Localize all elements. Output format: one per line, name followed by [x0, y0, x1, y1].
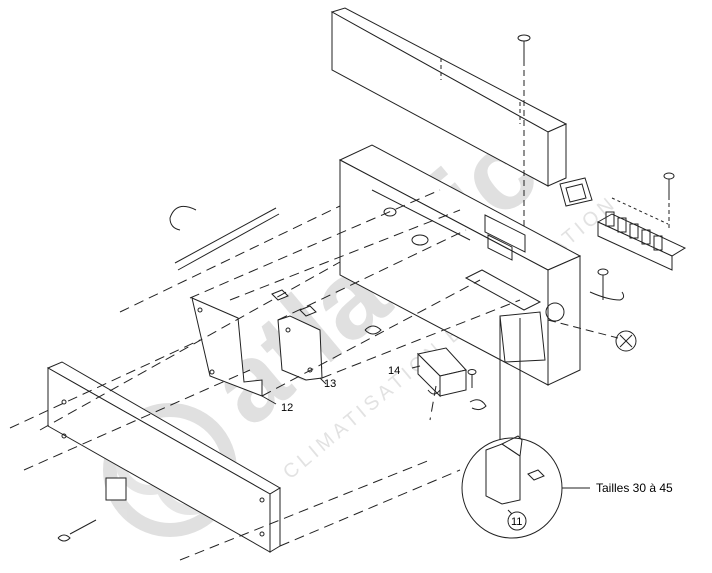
callout-label-12: 12 — [281, 402, 293, 414]
connector-plug — [559, 177, 593, 207]
top-cover — [330, 7, 568, 187]
knob-cap — [615, 330, 637, 352]
callout-11: 11 — [507, 511, 527, 531]
front-panel — [46, 361, 281, 553]
screw-bottom — [57, 519, 97, 542]
spring-clip — [169, 205, 197, 231]
drawing — [9, 7, 687, 561]
screw-terminal — [663, 172, 675, 230]
main-housing — [338, 144, 582, 386]
callout-label-11: 11 — [511, 516, 522, 528]
side-plate-12 — [191, 297, 263, 397]
callout-label-14: 14 — [388, 365, 400, 377]
callout-13: 13 — [324, 378, 336, 390]
capacitor-14 — [416, 347, 467, 398]
callout-12: 12 — [281, 402, 293, 414]
cable-clamp — [589, 268, 625, 301]
callout-label-13: 13 — [324, 378, 336, 390]
size-note: Tailles 30 à 45 — [596, 481, 673, 495]
fitting-nuts — [271, 289, 382, 335]
terminal-block — [596, 197, 687, 271]
screw-small — [467, 369, 487, 411]
rod — [174, 207, 280, 271]
mounting-bracket — [464, 269, 546, 460]
detail-circle — [461, 435, 590, 539]
projection-lines — [9, 189, 521, 561]
screw-top — [517, 34, 531, 230]
callout-14: 14 — [388, 365, 400, 377]
